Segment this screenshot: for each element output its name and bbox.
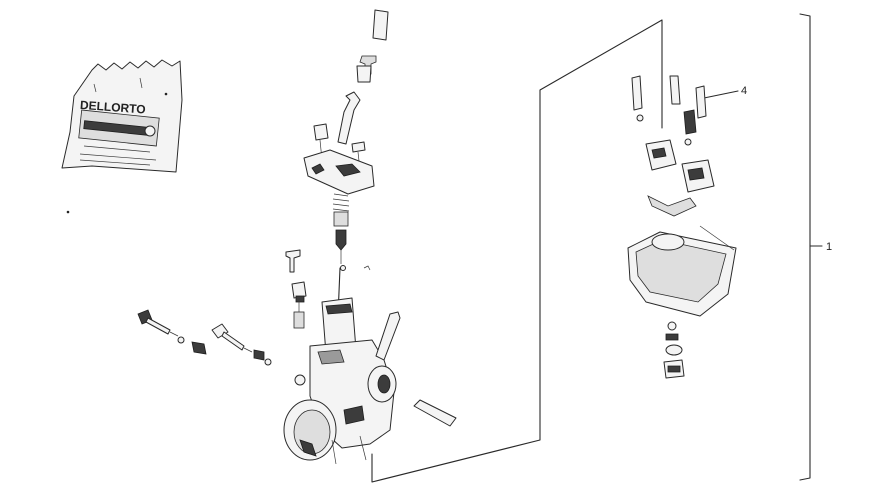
carburetor-body: [283, 297, 397, 465]
bowl-group-outline: [371, 19, 663, 483]
vent-cap: [356, 9, 389, 83]
idle-screw-assembly: [285, 249, 307, 329]
callout-4-leader: [703, 90, 739, 99]
adjustment-screw-left: [137, 309, 207, 355]
choke-cable-tube: [337, 91, 361, 145]
callout-4: 4: [741, 85, 747, 97]
overflow-tube: [375, 311, 401, 361]
throttle-spring: [332, 193, 350, 264]
stray-dot: [164, 92, 168, 96]
mixture-screw: [211, 323, 272, 366]
gasket-package: DELLORTO: [61, 59, 183, 173]
bowl-screws: [631, 75, 707, 146]
stray-dot: [66, 210, 70, 214]
assembly-bracket: [799, 13, 823, 481]
carburetor-top-cap: [303, 123, 375, 195]
callout-1: 1: [826, 241, 832, 253]
package-brand: DELLORTO: [80, 98, 147, 117]
floats: [645, 139, 715, 217]
fuel-inlet-hose: [413, 399, 457, 427]
float-bowl: [627, 225, 737, 379]
